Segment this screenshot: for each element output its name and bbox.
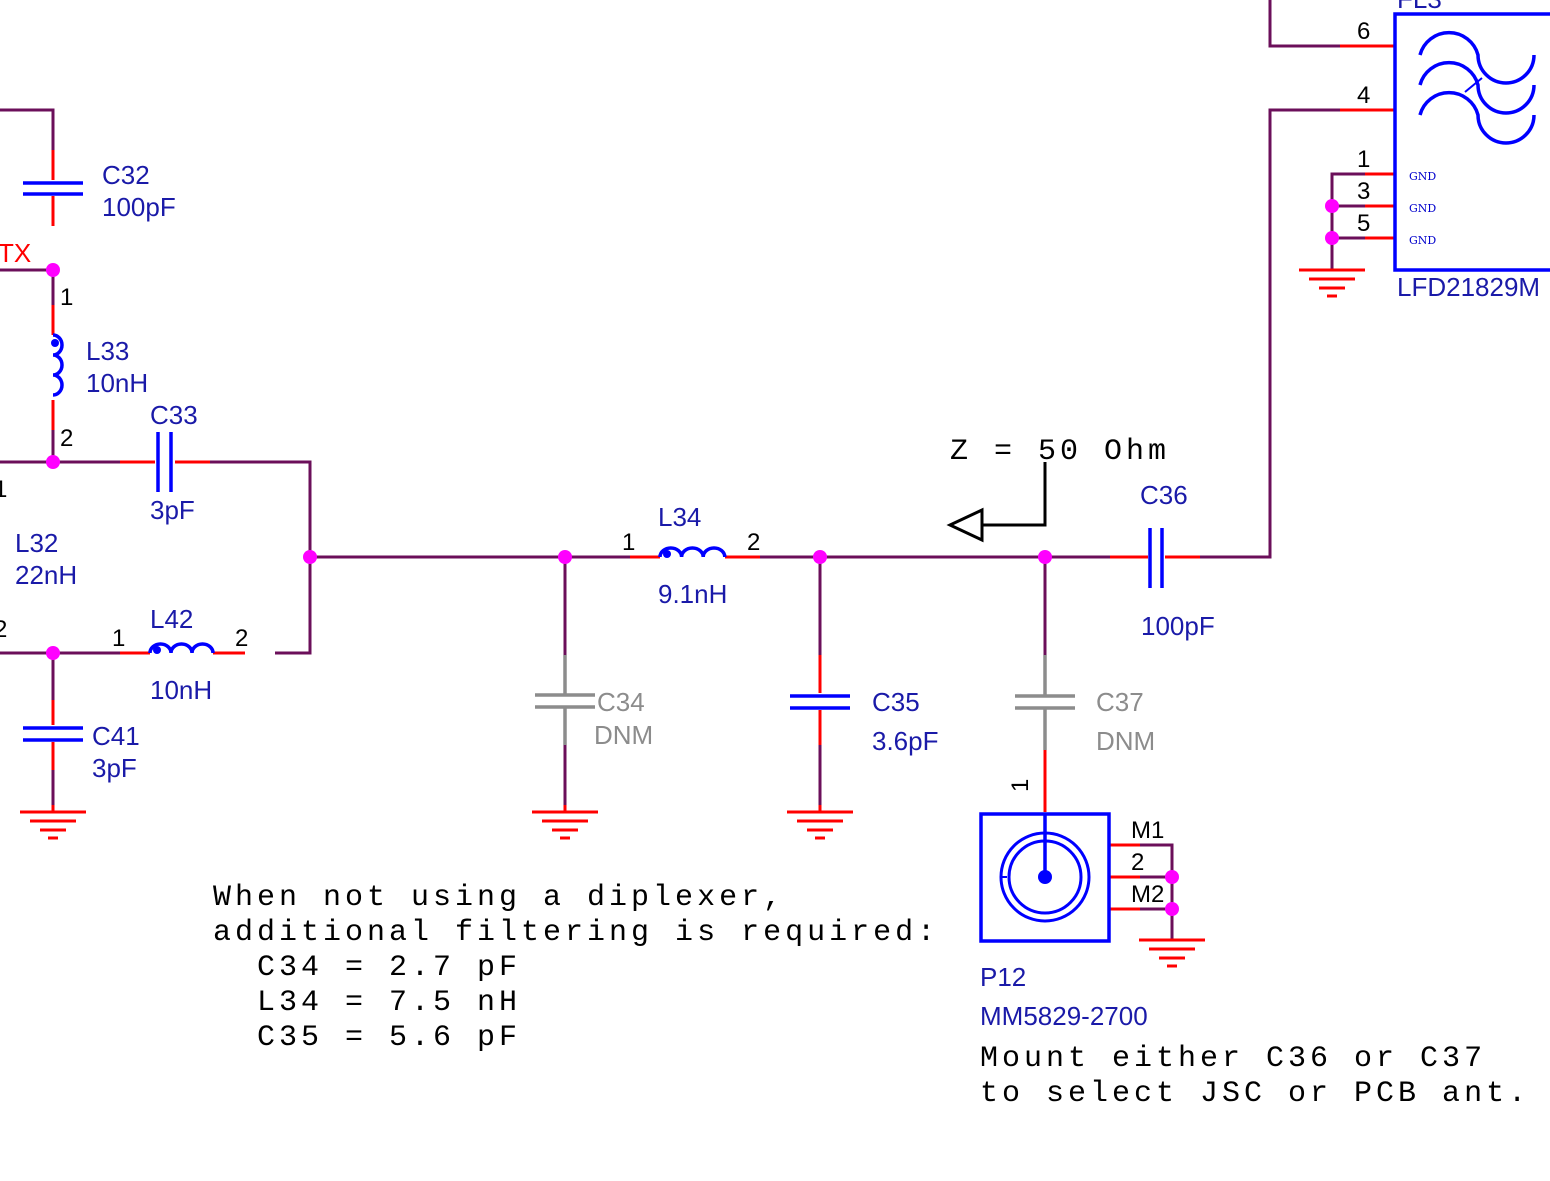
fl3-gnd-label-3: GND	[1409, 202, 1436, 215]
c35-value: 3.6pF	[872, 726, 939, 756]
tx-net-label: TX	[0, 238, 31, 268]
capacitor-c37-symbol[interactable]	[1015, 655, 1075, 750]
c32-ref: C32	[102, 160, 150, 190]
antenna-note-line: to select JSC or PCB ant.	[980, 1077, 1530, 1111]
antenna-note-line: Mount either C36 or C37	[980, 1042, 1486, 1076]
l33-pin-1: 1	[60, 284, 73, 311]
l33-ref: L33	[86, 336, 129, 366]
p12-value: MM5829-2700	[980, 1001, 1148, 1031]
c33-ref: C33	[150, 400, 198, 430]
l32-ref: L32	[15, 528, 58, 558]
l42-pin-1: 1	[112, 625, 125, 652]
ground-symbol-c35	[787, 805, 853, 840]
ground-symbol-p12	[1139, 938, 1205, 968]
fl3-gnd-label-1: GND	[1409, 170, 1436, 183]
impedance-note: Z = 50 Ohm	[950, 435, 1170, 469]
antenna-note: Mount either C36 or C37 to select JSC or…	[980, 1042, 1530, 1111]
l34-pin-2: 2	[747, 529, 760, 556]
inductor-l33-symbol[interactable]	[51, 333, 64, 397]
pin-stubs	[51, 44, 1395, 911]
fl3-gnd-label-5: GND	[1409, 234, 1436, 247]
diplexer-note: When not using a diplexer, additional fi…	[213, 881, 939, 1055]
ground-symbol-c34	[532, 805, 598, 840]
l33-value: 10nH	[86, 368, 148, 398]
diplexer-note-line: When not using a diplexer,	[213, 881, 785, 915]
capacitor-c35-symbol[interactable]	[790, 694, 850, 710]
c36-ref: C36	[1140, 480, 1188, 510]
c37-value: DNM	[1096, 726, 1155, 756]
inductor-l42-symbol[interactable]	[148, 642, 215, 654]
l42-ref: L42	[150, 604, 193, 634]
filter-fl3-symbol[interactable]	[1393, 12, 1550, 272]
c41-ref: C41	[92, 721, 140, 751]
capacitor-c41-symbol[interactable]	[23, 726, 83, 742]
p12-pin-m2: M2	[1131, 881, 1164, 908]
l34-pin-1: 1	[622, 529, 635, 556]
fl3-pin-6: 6	[1357, 18, 1370, 45]
ground-symbol-c41	[20, 805, 86, 840]
l32-pin-1: 1	[0, 476, 7, 503]
c32-value: 100pF	[102, 192, 176, 222]
c35-ref: C35	[872, 687, 920, 717]
p12-pin-m1: M1	[1131, 817, 1164, 844]
ground-symbol-fl3	[1299, 268, 1365, 298]
fl3-pin-4: 4	[1357, 82, 1370, 109]
capacitor-c34-symbol[interactable]	[535, 655, 595, 745]
connector-p12-symbol[interactable]	[979, 812, 1111, 943]
l32-pin-2: 2	[0, 616, 7, 643]
wires	[0, 0, 1365, 940]
p12-pin-1: 1	[1007, 779, 1034, 792]
p12-pin-2: 2	[1131, 849, 1144, 876]
c37-ref: C37	[1096, 687, 1144, 717]
capacitor-c36-symbol[interactable]	[1148, 528, 1164, 588]
junction-dots	[46, 199, 1339, 916]
diplexer-note-line: L34 = 7.5 nH	[213, 986, 521, 1020]
fl3-pin-3: 3	[1357, 178, 1370, 205]
l42-value: 10nH	[150, 675, 212, 705]
impedance-arrow-icon	[946, 462, 1047, 543]
l32-value: 22nH	[15, 560, 77, 590]
p12-ref: P12	[980, 962, 1026, 992]
diplexer-note-line: C34 = 2.7 pF	[213, 951, 521, 985]
c34-ref: C34	[597, 687, 645, 717]
fl3-ref: FL3	[1397, 0, 1442, 14]
capacitor-c33-symbol[interactable]	[156, 432, 173, 492]
c33-value: 3pF	[150, 495, 195, 525]
l34-value: 9.1nH	[658, 579, 727, 609]
c34-value: DNM	[594, 720, 653, 750]
diplexer-note-line: additional filtering is required:	[213, 916, 939, 950]
c36-value: 100pF	[1141, 611, 1215, 641]
capacitor-c32-symbol[interactable]	[23, 181, 83, 196]
fl3-pin-5: 5	[1357, 210, 1370, 237]
diplexer-note-line: C35 = 5.6 pF	[213, 1021, 521, 1055]
fl3-value: LFD21829M	[1397, 272, 1540, 302]
fl3-pin-1: 1	[1357, 146, 1370, 173]
l34-ref: L34	[658, 502, 701, 532]
c41-value: 3pF	[92, 753, 137, 783]
l42-pin-2: 2	[235, 625, 248, 652]
inductor-l34-symbol[interactable]	[658, 546, 727, 558]
l33-pin-2: 2	[60, 425, 73, 452]
